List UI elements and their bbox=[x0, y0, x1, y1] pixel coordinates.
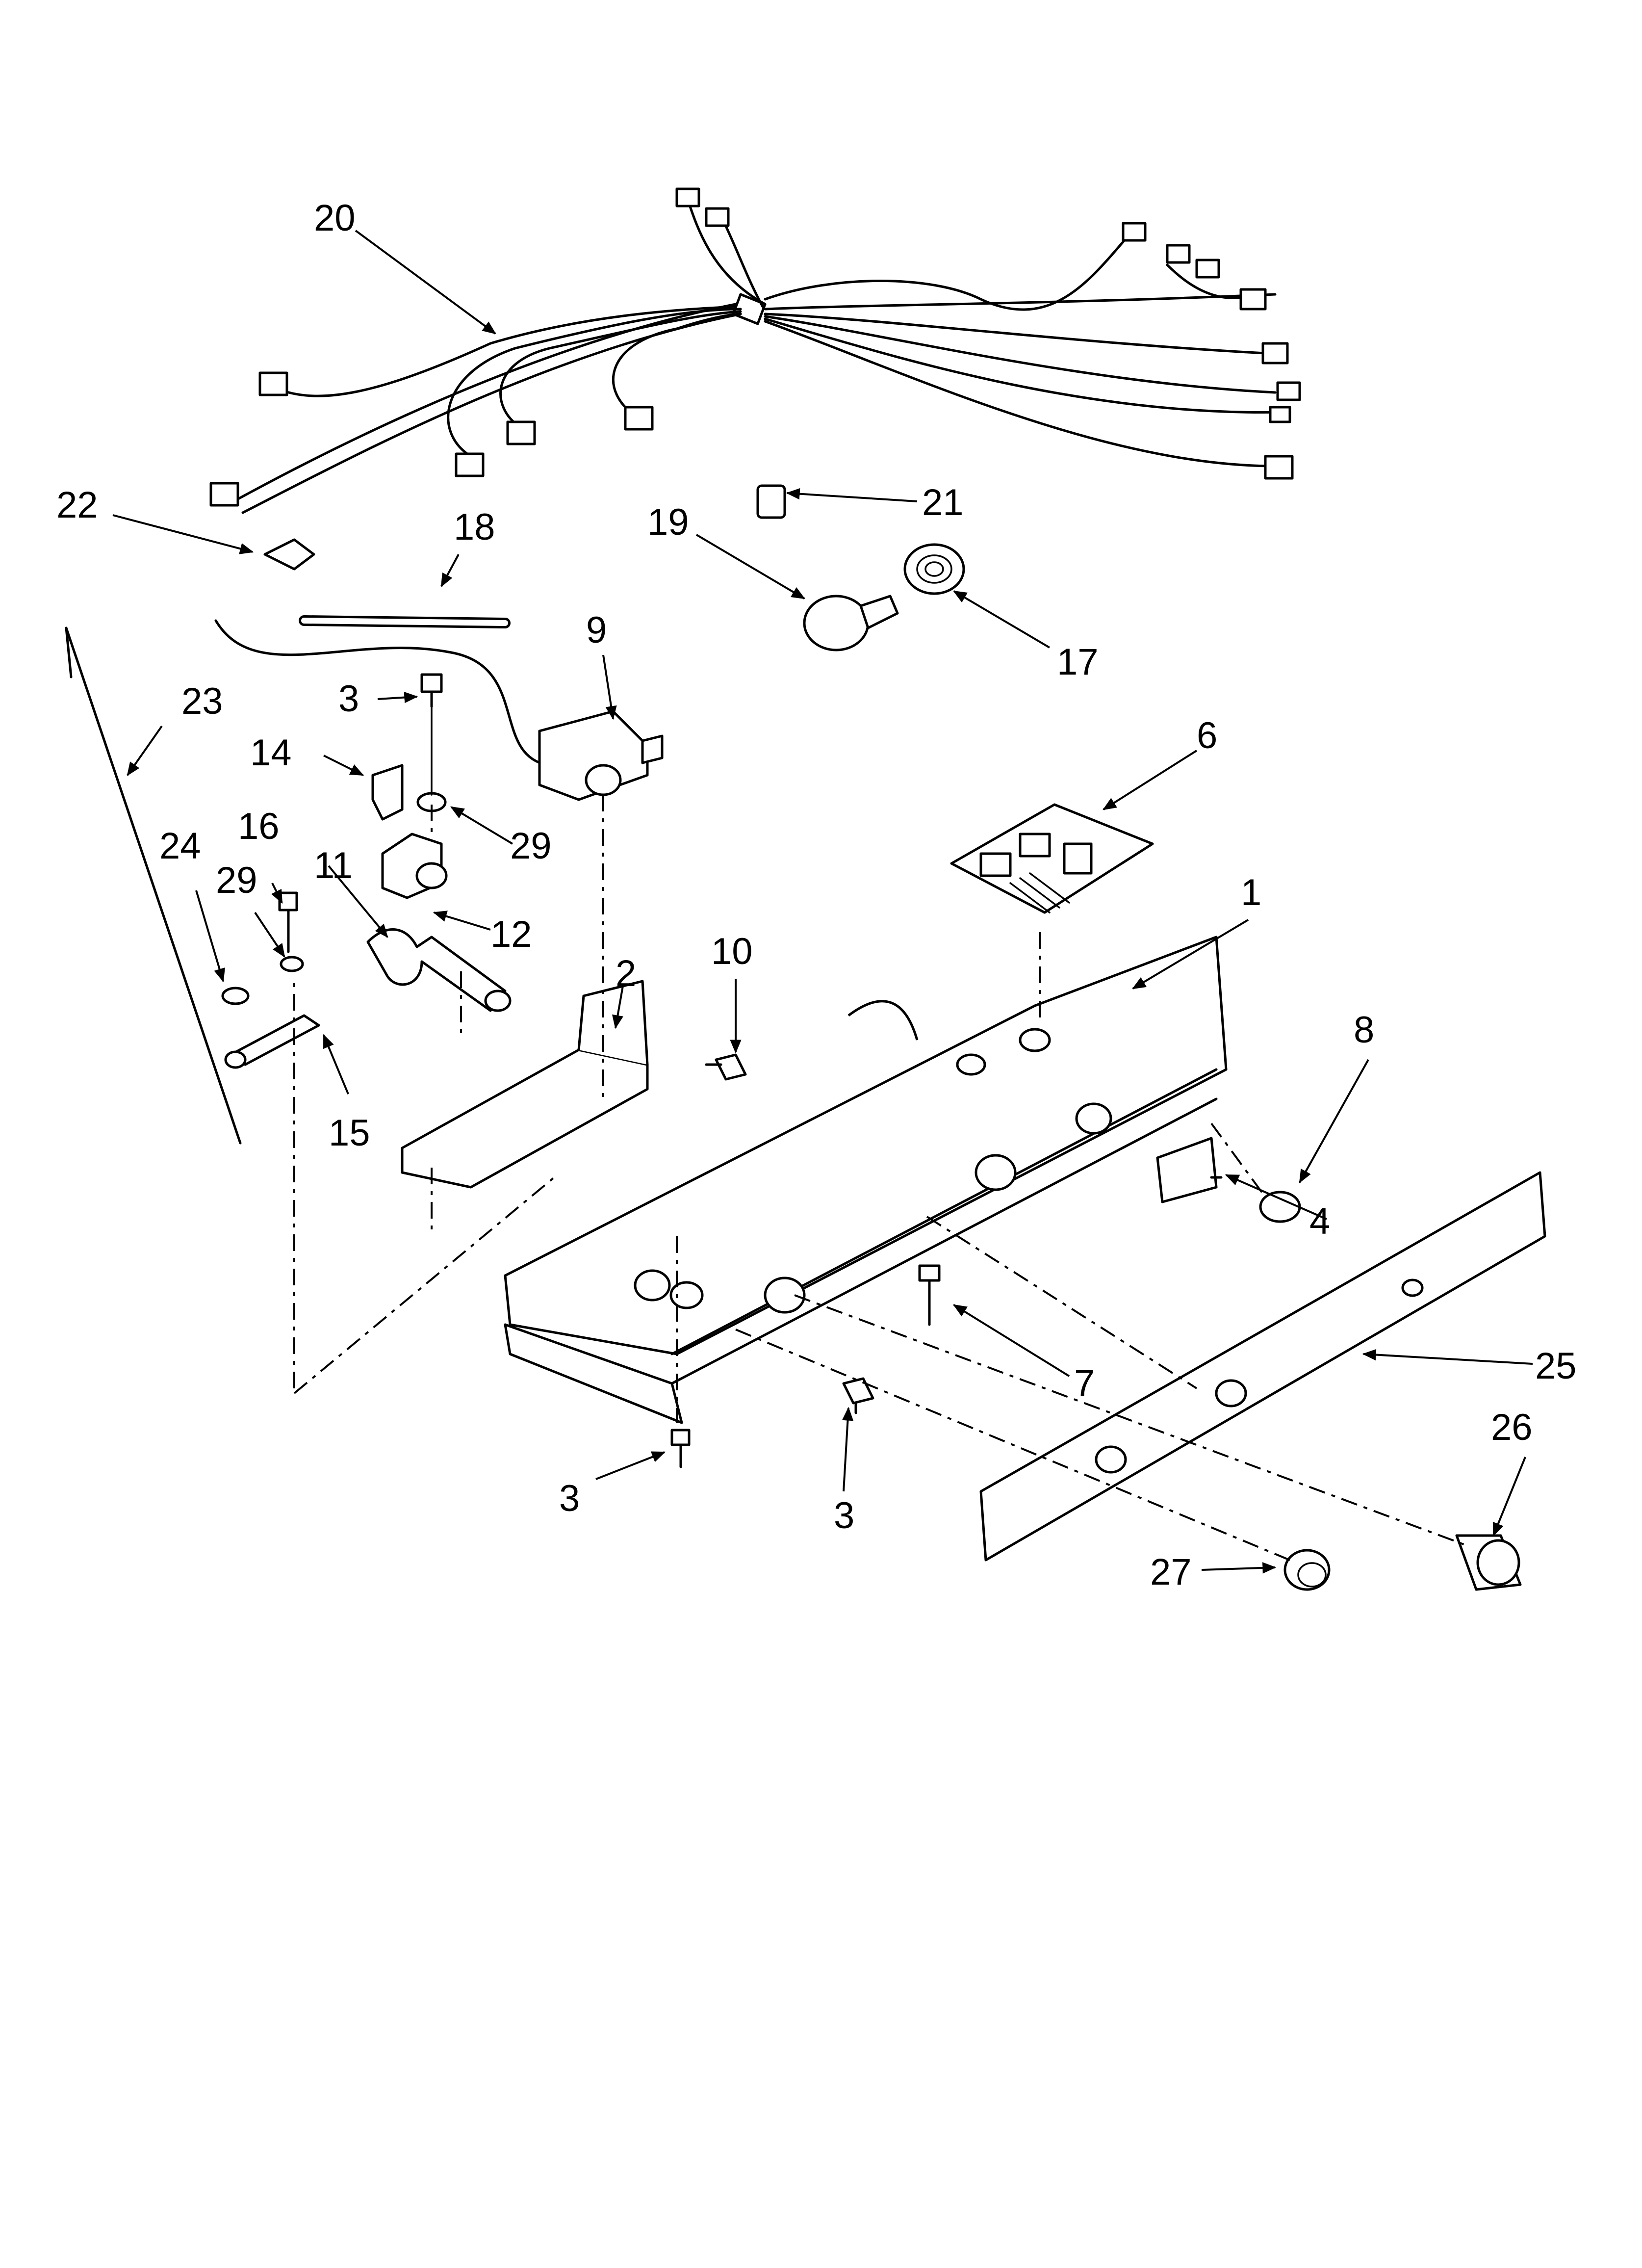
callout-9: 9 bbox=[586, 609, 607, 651]
callout-6: 6 bbox=[1197, 715, 1217, 756]
callout-11: 11 bbox=[314, 845, 353, 886]
control-rod bbox=[65, 626, 242, 1145]
callout-10: 10 bbox=[711, 931, 753, 972]
assembly-lines bbox=[293, 795, 1467, 1561]
screw-lower-right bbox=[842, 1377, 874, 1414]
screw-10 bbox=[705, 1053, 747, 1081]
control-board bbox=[950, 803, 1154, 914]
callout-12: 12 bbox=[490, 913, 532, 955]
knob-right bbox=[1455, 1534, 1522, 1591]
plug-button bbox=[1259, 1191, 1301, 1223]
callout-16: 16 bbox=[238, 806, 280, 847]
callout-7: 7 bbox=[1074, 1362, 1095, 1404]
callout-20: 20 bbox=[314, 197, 356, 239]
callout-4: 4 bbox=[1309, 1200, 1330, 1242]
screw-7 bbox=[918, 1264, 941, 1326]
harness-clip bbox=[263, 538, 315, 571]
callout-21: 21 bbox=[922, 482, 964, 523]
callout-2: 2 bbox=[616, 953, 636, 994]
bracket-clip bbox=[371, 764, 404, 821]
callout-27: 27 bbox=[1150, 1551, 1192, 1593]
callout-22: 22 bbox=[56, 484, 98, 526]
callout-29-lower: 29 bbox=[216, 860, 257, 901]
callout-18: 18 bbox=[454, 506, 495, 548]
wire-harness bbox=[209, 187, 1301, 514]
light-bulb bbox=[803, 595, 899, 652]
leader-arrows bbox=[112, 230, 1533, 1574]
callout-26: 26 bbox=[1491, 1407, 1533, 1448]
callout-19: 19 bbox=[647, 501, 689, 543]
screw-lower-left bbox=[670, 1429, 691, 1468]
callout-24: 24 bbox=[159, 825, 201, 867]
callout-14: 14 bbox=[250, 732, 292, 774]
washer-small bbox=[280, 956, 304, 972]
control-shaft bbox=[366, 928, 512, 1012]
screw bbox=[420, 673, 443, 708]
control-housing bbox=[504, 936, 1228, 1424]
washer-large bbox=[221, 987, 250, 1005]
light-socket bbox=[903, 543, 965, 595]
callout-23: 23 bbox=[181, 680, 223, 722]
mounting-plate bbox=[401, 1048, 649, 1189]
callout-17: 17 bbox=[1057, 641, 1099, 683]
callout-3-lower-right: 3 bbox=[834, 1495, 854, 1537]
callout-labels: 20 22 18 21 19 17 9 23 3 14 29 16 24 29 … bbox=[56, 197, 1577, 1593]
callout-25: 25 bbox=[1535, 1345, 1577, 1387]
socket-clip bbox=[756, 484, 786, 519]
callout-1: 1 bbox=[1241, 872, 1261, 913]
callout-29-upper: 29 bbox=[510, 825, 552, 867]
callout-15: 15 bbox=[329, 1112, 370, 1154]
knob-left bbox=[1283, 1549, 1331, 1591]
switch bbox=[1156, 1137, 1223, 1203]
callout-3-lower-left: 3 bbox=[559, 1478, 580, 1519]
callout-3-upper: 3 bbox=[338, 678, 359, 720]
callout-8: 8 bbox=[1354, 1009, 1374, 1051]
control-panel bbox=[979, 1171, 1546, 1562]
